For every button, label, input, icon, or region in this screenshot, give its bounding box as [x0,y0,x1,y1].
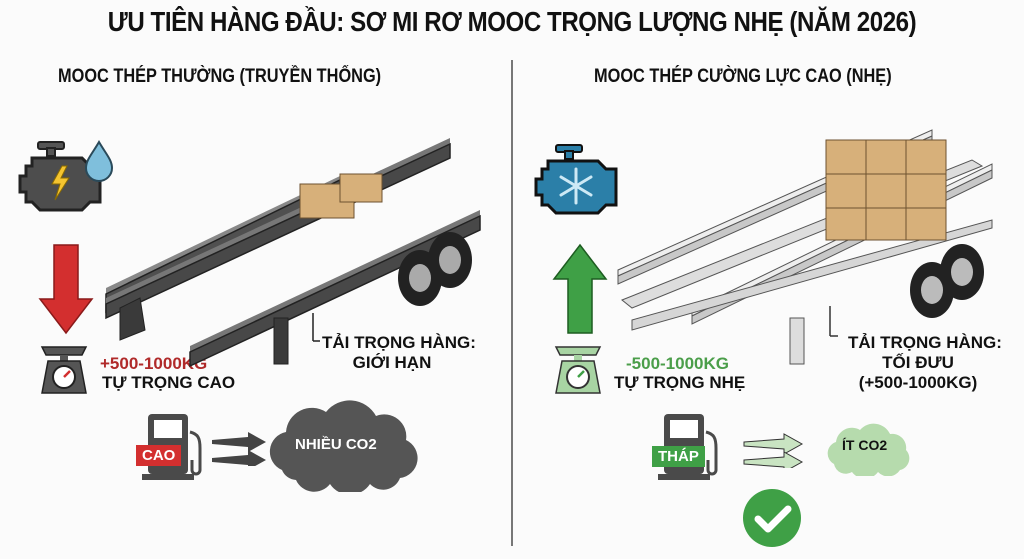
scale-green-icon [554,346,602,394]
page-title: ƯU TIÊN HÀNG ĐẦU: SƠ MI RƠ MOOC TRỌNG LƯ… [107,6,917,37]
right-cloud-text: ÍT CO2 [842,437,888,453]
left-weight-label: TỰ TRỌNG CAO [102,373,236,392]
left-payload-line1: TẢI TRỌNG HÀNG: [322,333,476,352]
steel-trailer-dark [105,138,481,368]
right-payload-line3: (+500-1000KG) [858,373,978,392]
right-fuel-tag: THÁP [652,446,705,467]
left-heading: MOOC THÉP THƯỜNG (TRUYỀN THỐNG) [58,66,382,87]
left-fuel-tag: CAO [136,445,182,466]
check-circle-icon [743,489,801,547]
right-weight-label: TỰ TRỌNG NHẸ [614,373,746,392]
scale-icon [40,346,88,394]
co2-cloud-light [827,423,910,476]
up-arrow-green-icon [552,243,608,334]
left-payload-line2: GIỚI HẠN [352,353,432,372]
left-weight-delta: +500-1000KG [100,354,208,373]
right-payload-line2: TỐI ĐƯU [882,353,954,372]
engine-snowflake-icon [534,144,618,215]
right-payload-line1: TẢI TRỌNG HÀNG: [848,333,1002,352]
left-cloud-text: NHIỀU CO2 [295,436,377,453]
steel-trailer-light [617,129,993,365]
co2-cloud-dark [269,400,418,492]
right-heading: MOOC THÉP CƯỜNG LỰC CAO (NHẸ) [594,66,892,87]
center-divider [511,60,513,546]
right-weight-delta: -500-1000KG [626,354,730,373]
emission-arrows-icon [212,432,266,466]
water-drop-icon [84,140,114,182]
emission-arrows-light-icon [743,433,804,468]
right-payload-label: TẢI TRỌNG HÀNG: TỐI ĐƯU (+500-1000KG) [848,333,1002,393]
down-arrow-red-icon [38,244,94,335]
left-payload-label: TẢI TRỌNG HÀNG: GIỚI HẠN [322,333,476,373]
